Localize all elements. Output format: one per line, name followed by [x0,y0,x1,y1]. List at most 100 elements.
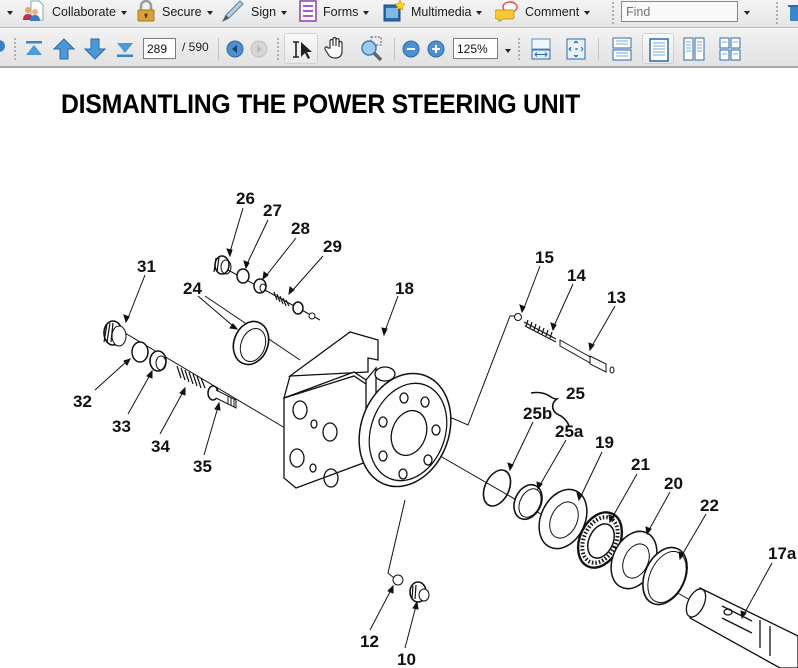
part-25b-o-ring [482,469,512,507]
callout-17a: 17a [768,544,797,563]
overflow-caret-icon[interactable] [7,11,13,15]
part-25a-seal [513,483,543,521]
single-page-view-icon[interactable] [612,37,632,66]
next-view-icon [250,40,268,63]
part-13-pin [559,339,615,374]
last-page-icon[interactable] [115,40,135,63]
comment-label: Comment [525,5,580,19]
chevron-down-icon [584,10,591,15]
callout-12: 12 [360,632,379,651]
callout-19: 19 [595,433,614,452]
tasks-toolbar: Collaborate Secure Sign [0,0,798,28]
callout-26: 26 [236,189,255,208]
callout-25: 25 [566,384,585,403]
zoom-out-icon[interactable] [402,40,420,63]
forms-icon [299,0,317,25]
part-29-seat [292,301,304,315]
page-title: DISMANTLING THE POWER STEERING UNIT [61,89,580,119]
toolbar-separator [776,2,778,24]
multimedia-menu[interactable]: Multimedia [383,0,483,25]
callout-32: 32 [73,392,92,411]
toolbar-separator [218,38,219,60]
callout-27: 27 [263,201,282,220]
part-24-ring [232,320,270,366]
callout-14: 14 [567,266,586,285]
part-31-plug [103,320,127,347]
hand-tool-icon[interactable] [324,36,348,65]
callout-13: 13 [607,288,626,307]
two-page-continuous-icon[interactable] [719,37,741,66]
secure-label: Secure [162,5,202,19]
page-number-input[interactable] [143,38,176,59]
callout-10: 10 [397,650,416,668]
part-32-seal [131,341,149,363]
lock-icon [136,0,156,25]
callout-25a: 25a [555,422,584,441]
callout-28: 28 [291,219,310,238]
page-total-label: / 590 [182,40,209,54]
previous-view-icon[interactable] [0,39,6,58]
callout-arrows [94,207,773,649]
find-input[interactable] [621,1,738,22]
part-22-ring [642,546,688,606]
part-ball [308,312,316,320]
two-page-view-icon[interactable] [683,37,705,66]
forms-menu[interactable]: Forms [299,0,370,25]
part-29-spring [273,291,290,307]
collaborate-label: Collaborate [52,5,116,19]
chevron-down-icon [120,10,127,15]
sign-menu[interactable]: Sign [221,0,288,25]
part-26-plug [213,255,232,275]
callout-24: 24 [183,279,202,298]
part-35-valve [207,385,237,409]
collaborate-menu[interactable]: Collaborate [22,0,127,25]
toolbar-separator [394,38,395,60]
part-18-housing [283,331,452,489]
next-page-icon[interactable] [83,38,107,65]
callout-22: 22 [700,496,719,515]
part-27-seal [236,268,250,284]
group-25-bracket [530,391,570,427]
secure-menu[interactable]: Secure [136,0,213,25]
toolbar-separator [598,38,599,60]
assembly-axis-line [444,315,516,426]
part-12-ball [392,574,404,586]
callout-18: 18 [395,279,414,298]
toolbar-separator [277,38,279,60]
sign-label: Sign [251,5,277,19]
trash-icon[interactable] [788,3,798,28]
continuous-view-button[interactable] [642,33,674,64]
toolbar-separator [14,38,16,60]
part-10-plug [409,581,430,603]
part-33-washer [149,350,167,372]
fit-width-icon[interactable] [531,38,551,65]
marquee-zoom-icon[interactable] [360,36,386,67]
collaborate-icon [22,0,46,25]
select-tool-button[interactable] [284,33,318,64]
chevron-down-icon [281,10,288,15]
find-options-chevron-icon[interactable] [744,11,750,15]
callout-34: 34 [151,437,170,456]
chevron-down-icon [476,10,483,15]
zoom-in-icon[interactable] [427,40,445,63]
multimedia-label: Multimedia [411,5,472,19]
part-14-spring [523,319,557,343]
callout-31: 31 [137,257,156,276]
comment-menu[interactable]: Comment [494,0,591,23]
multimedia-icon [383,0,406,25]
part-17a-spool [685,587,798,668]
callout-20: 20 [664,474,683,493]
part-15-ball [514,313,522,321]
chevron-down-icon [206,10,213,15]
fit-page-icon[interactable] [566,38,586,65]
zoom-level-input[interactable] [453,38,498,59]
callout-35: 35 [193,457,212,476]
zoom-dropdown-chevron-icon[interactable] [505,49,511,53]
first-page-icon[interactable] [24,40,44,63]
previous-page-icon[interactable] [52,38,76,65]
assembly-axis-line [387,499,406,579]
pen-icon [221,0,245,25]
toolbar-separator [612,2,614,24]
previous-view-icon[interactable] [226,40,244,63]
continuous-page-icon [649,38,669,67]
